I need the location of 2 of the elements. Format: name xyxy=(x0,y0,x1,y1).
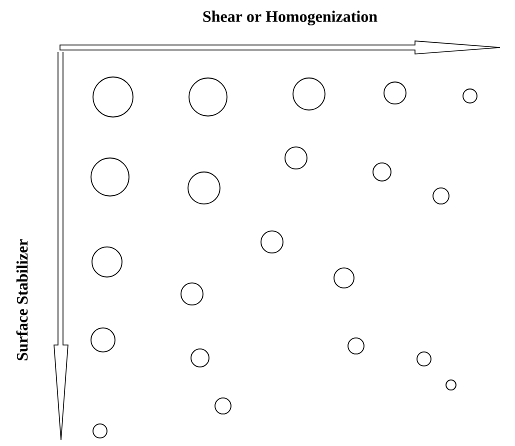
axis-label: Shear or Homogenization xyxy=(203,10,378,26)
axis-label: Surface Stabilizer xyxy=(16,239,28,360)
